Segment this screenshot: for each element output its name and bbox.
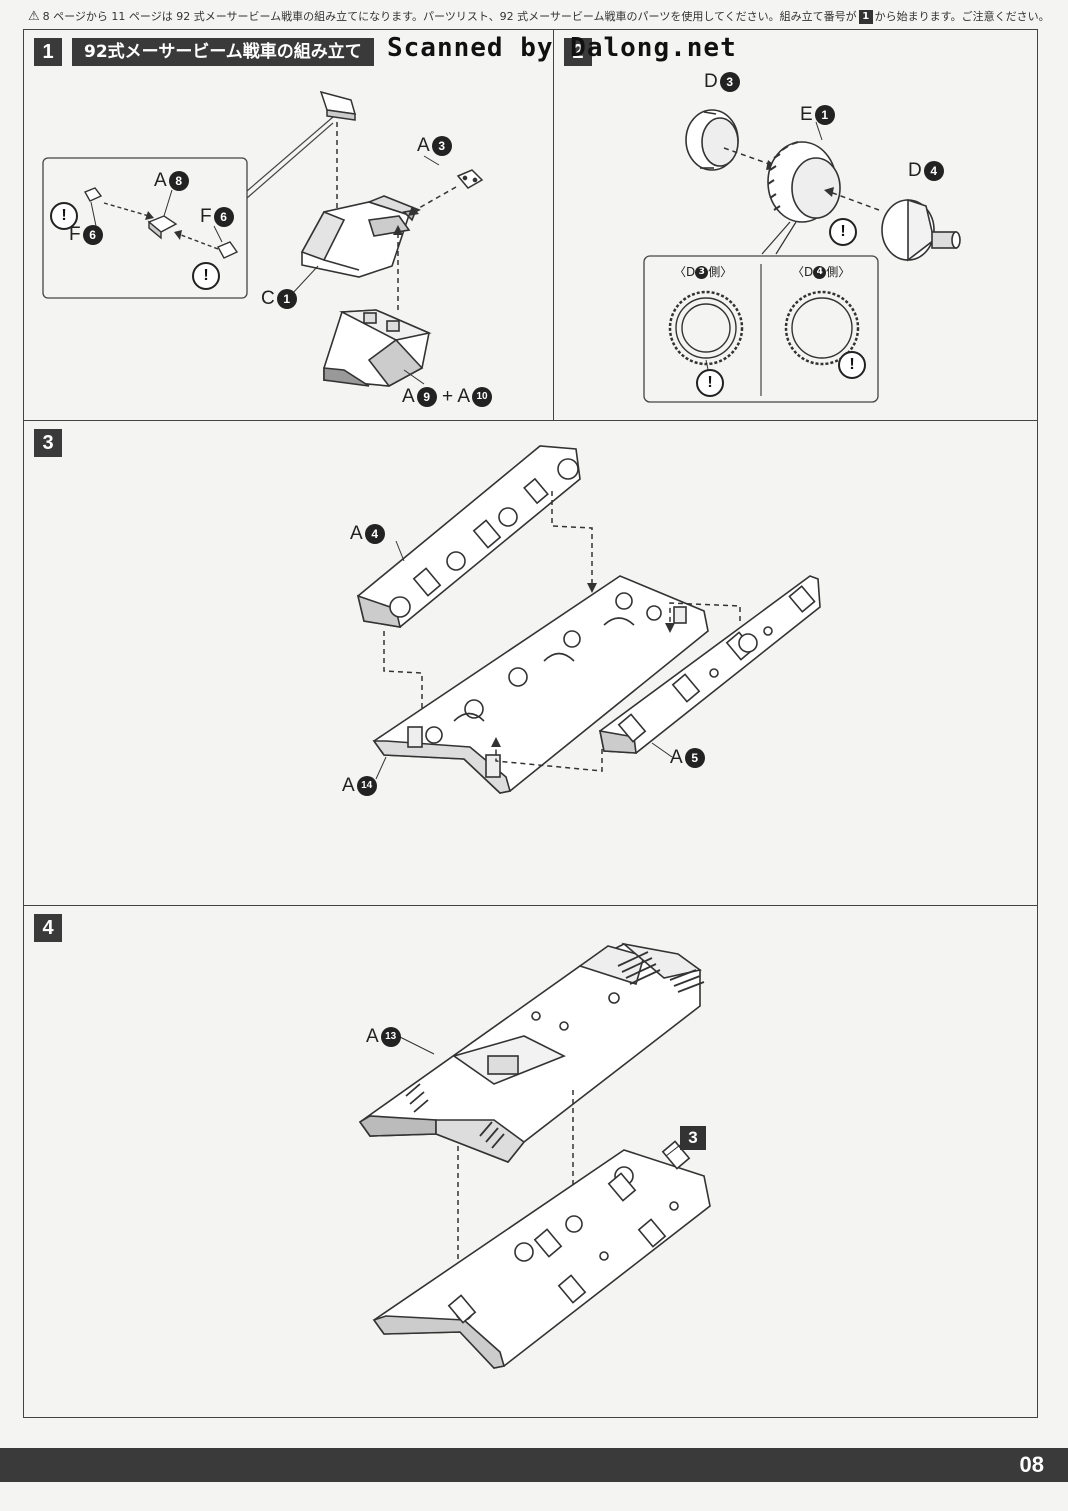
step-2-diagram: [643, 109, 961, 403]
part-d3-ring: [685, 109, 739, 171]
step-3-panel: 3: [23, 420, 1038, 906]
step-number: 3: [34, 429, 62, 457]
part-a8: [147, 215, 178, 240]
step-3-reference-badge: 3: [680, 1126, 706, 1150]
page-number: 08: [1019, 1452, 1044, 1477]
warning-triangle-icon: ⚠: [28, 9, 40, 24]
detail-inset-box: [42, 157, 248, 299]
caution-text-before: 8 ページから 11 ページは 92 式メーサービーム戦車の組み立てになります。…: [42, 10, 857, 23]
caution-text-after: から始まります。ご注意ください。: [874, 10, 1050, 23]
step-3-diagram: [356, 445, 821, 794]
step-ref-badge: 1: [858, 10, 873, 24]
part-a4-rail: [356, 445, 581, 628]
view-d3-side: [668, 290, 744, 366]
view-d4-side: [784, 290, 860, 366]
step-2-panel: 2: [553, 29, 1038, 421]
part-d4-hub: [881, 198, 961, 262]
footer-bar: [0, 1448, 1068, 1482]
caution-note: ⚠8 ページから 11 ページは 92 式メーサービーム戦車の組み立てになります…: [28, 8, 1050, 26]
step-number: 4: [34, 914, 62, 942]
part-a13-hull: [358, 942, 705, 1163]
step-4-diagram: [358, 942, 711, 1369]
caution-icon: !: [192, 262, 220, 290]
part-a5-rail: [598, 575, 821, 754]
detail-inset-box: [643, 255, 879, 403]
part-f6-right: [217, 241, 239, 259]
part-e1-tire: [767, 141, 841, 223]
part-f6-left: [84, 187, 103, 202]
scanner-watermark: Scanned by Dalong.net: [387, 33, 737, 63]
small-part-top: [319, 90, 357, 121]
part-a9-a10: [323, 309, 432, 388]
caution-icon: !: [50, 202, 78, 230]
caution-icon: !: [838, 351, 866, 379]
step-number: 1: [34, 38, 62, 66]
step-4-panel: 4: [23, 905, 1038, 1418]
part-c1-body: [300, 195, 421, 278]
step-title: 92式メーサービーム戦車の組み立て: [72, 38, 374, 66]
part-a14-base: [372, 575, 709, 794]
part-a3: [456, 169, 484, 189]
caution-icon: !: [829, 218, 857, 246]
step-1-diagram: [42, 90, 484, 388]
caution-icon: !: [696, 369, 724, 397]
step-number: 2: [564, 38, 592, 66]
step-1-panel: 1 92式メーサービーム戦車の組み立て: [23, 29, 554, 421]
chassis-assembly-step-3: [372, 1140, 711, 1369]
